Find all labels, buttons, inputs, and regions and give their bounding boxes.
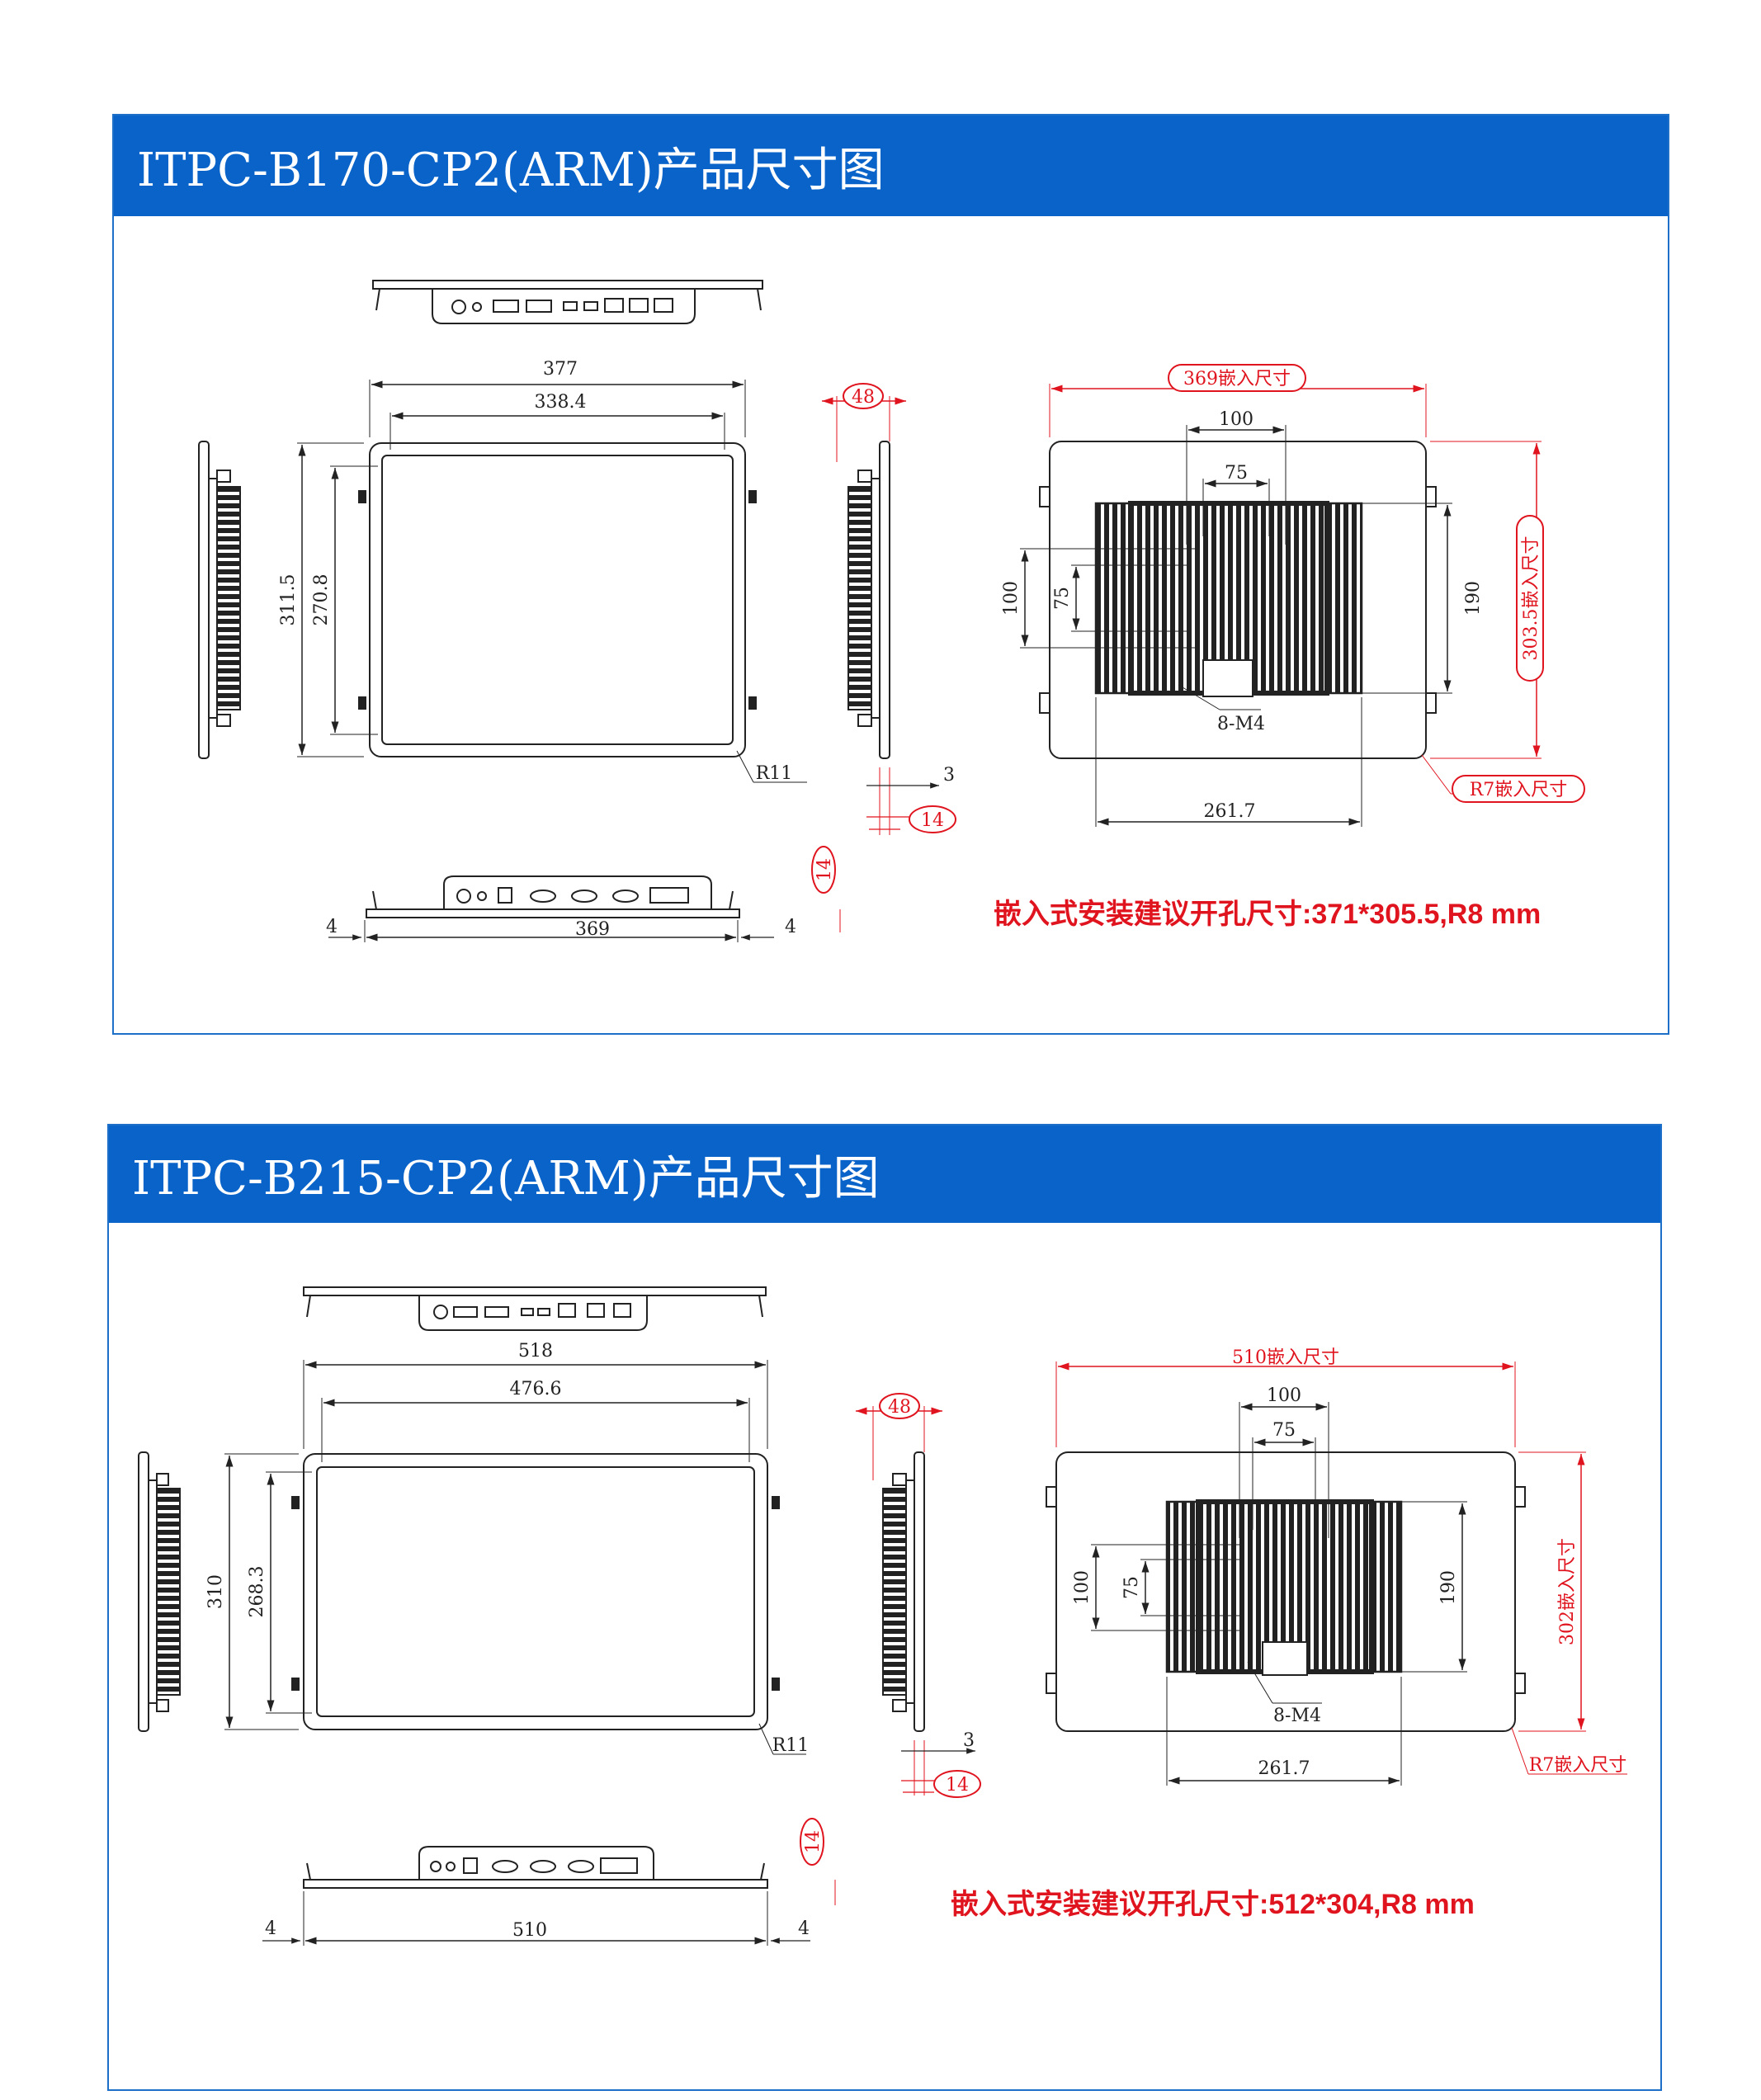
bottom-height: 14 (814, 858, 835, 881)
front-corner-radius: R11 (772, 1735, 810, 1756)
bottom-left-margin: 4 (265, 1918, 276, 1939)
right-side-view (856, 1406, 975, 1796)
bottom-width: 369 (575, 919, 610, 940)
front-inner-width: 476.6 (510, 1379, 562, 1399)
side-depth-top: 48 (888, 1397, 911, 1418)
left-side-view (198, 441, 241, 759)
cutout-note: 嵌入式安装建议开孔尺寸:512*304,R8 mm (951, 1889, 1475, 1920)
bottom-width: 510 (512, 1920, 547, 1941)
back-heatsink-width: 261.7 (1258, 1758, 1310, 1779)
top-view (303, 1286, 767, 1331)
bottom-height-bubble (800, 1818, 824, 1866)
front-corner-radius: R11 (756, 763, 793, 784)
front-inner-height: 268.3 (247, 1566, 267, 1618)
back-heatsink-width: 261.7 (1204, 801, 1256, 822)
front-outer-width: 377 (543, 359, 578, 380)
bottom-left-margin: 4 (326, 917, 338, 937)
back-view-red-dims (1055, 1361, 1627, 1775)
back-vesa-v-outer: 100 (1001, 581, 1022, 616)
cutout-radius-bubble (1452, 775, 1585, 803)
front-inner-height: 270.8 (311, 574, 332, 626)
depth-top-bubble (843, 383, 884, 409)
bottom-height: 14 (803, 1830, 824, 1853)
bottom-height-bubble (811, 846, 836, 894)
front-view (224, 1360, 806, 1755)
back-cutout-width: 369嵌入尺寸 (1183, 369, 1291, 389)
side-depth-top: 48 (852, 387, 875, 408)
front-outer-height: 310 (205, 1574, 226, 1609)
depth-bottom-bubble (909, 805, 956, 833)
bottom-right-margin: 4 (798, 1918, 810, 1939)
bottom-view (262, 1846, 836, 1946)
bottom-right-margin: 4 (785, 917, 796, 937)
back-vesa-v-inner: 75 (1121, 1576, 1142, 1599)
back-heatsink-height: 190 (1463, 581, 1484, 616)
left-side-view (138, 1451, 181, 1732)
cutout-note: 嵌入式安装建议开孔尺寸:371*305.5,R8 mm (994, 899, 1541, 930)
right-side-view (822, 396, 939, 835)
back-vesa-v-inner: 75 (1052, 587, 1073, 610)
back-view (1046, 1402, 1526, 1786)
front-outer-width: 518 (518, 1341, 553, 1361)
top-view (372, 280, 763, 324)
side-depth-bottom: 14 (921, 810, 944, 831)
panel-title: ITPC-B215-CP2(ARM)产品尺寸图 (109, 1126, 1660, 1223)
panel-b215: ITPC-B215-CP2(ARM)产品尺寸图 (107, 1124, 1662, 2091)
side-thickness: 3 (943, 765, 955, 786)
back-view (1020, 425, 1452, 827)
front-view (297, 380, 807, 783)
front-inner-width: 338.4 (535, 392, 587, 413)
depth-bottom-bubble (933, 1770, 981, 1798)
back-screws: 8-M4 (1273, 1706, 1321, 1726)
panel-b170: ITPC-B170-CP2(ARM)产品尺寸图 (112, 114, 1669, 1035)
back-vesa-outer: 100 (1267, 1385, 1301, 1406)
back-cutout-height: 303.5嵌入尺寸 (1521, 536, 1541, 661)
back-vesa-inner: 75 (1225, 463, 1248, 484)
back-heatsink-height: 190 (1438, 1570, 1459, 1605)
cutout-height-bubble (1516, 515, 1544, 682)
back-cutout-width: 510嵌入尺寸 (1232, 1347, 1339, 1368)
dimension-drawing: 518 476.6 310 268.3 R11 48 (138, 1286, 1627, 1946)
back-cutout-height: 302嵌入尺寸 (1557, 1538, 1578, 1645)
depth-top-bubble (879, 1393, 920, 1419)
side-depth-bottom: 14 (946, 1775, 969, 1796)
front-outer-height: 311.5 (278, 574, 299, 626)
back-cutout-radius: R7嵌入尺寸 (1470, 780, 1568, 800)
back-screws: 8-M4 (1217, 714, 1265, 734)
panel-title: ITPC-B170-CP2(ARM)产品尺寸图 (114, 116, 1668, 216)
back-cutout-radius: R7嵌入尺寸 (1529, 1755, 1627, 1776)
back-vesa-v-outer: 100 (1072, 1570, 1093, 1605)
cutout-width-bubble (1168, 364, 1306, 392)
back-vesa-outer: 100 (1219, 409, 1253, 430)
back-vesa-inner: 75 (1272, 1420, 1296, 1441)
bottom-view (328, 875, 841, 942)
side-thickness: 3 (963, 1730, 975, 1751)
dimension-drawing: 377 338.4 311.5 270.8 R11 (198, 280, 1585, 942)
